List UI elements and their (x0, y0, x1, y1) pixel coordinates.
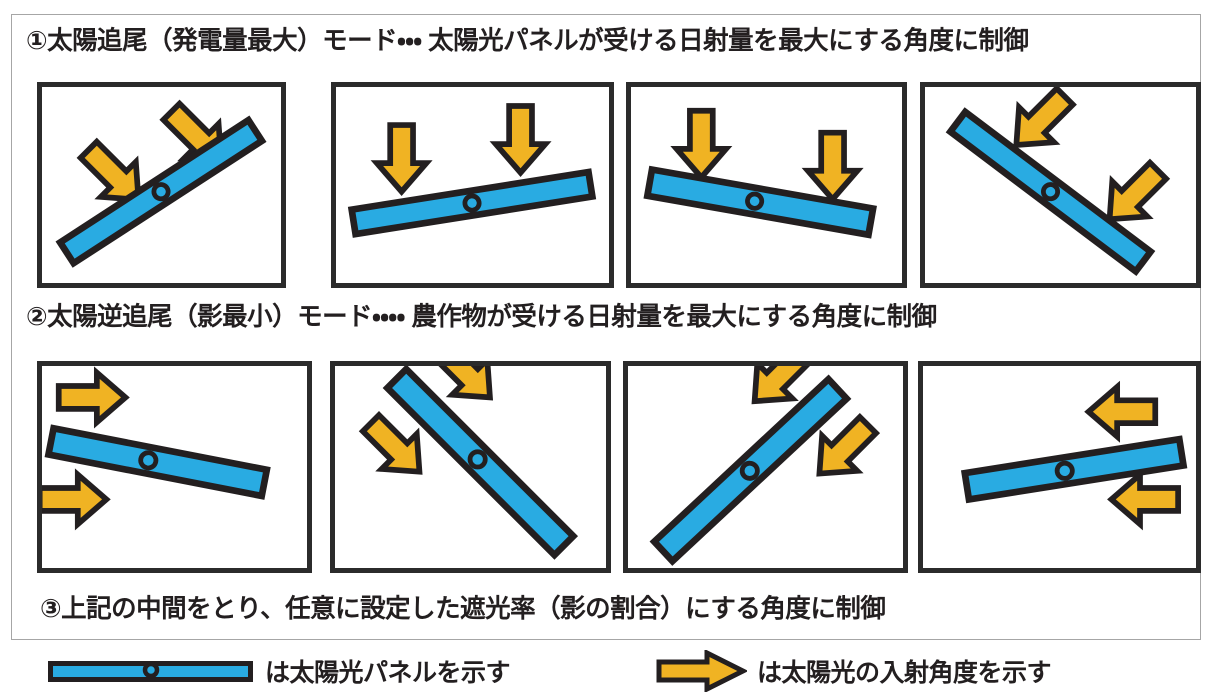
row2-panel-illustration-2 (358, 366, 579, 560)
solar-panel-bar-icon (382, 366, 579, 560)
sun-ray-arrow-icon (670, 107, 864, 204)
row2-panel-box-3 (623, 361, 908, 573)
row1-panel-box-3 (626, 82, 907, 288)
solar-panel-bar-icon (649, 374, 852, 566)
solar-panel-bar-icon (643, 165, 877, 239)
row2-panel-box-2 (330, 361, 611, 573)
sun-ray-arrow-icon (358, 366, 494, 475)
row2-panel-box-1 (37, 361, 312, 573)
sun-ray-arrow-icon (1013, 87, 1171, 223)
row1-panel-box-2 (331, 82, 614, 288)
sun-ray-arrow-icon (42, 366, 130, 531)
legend-item-arrow: は太陽光の入射角度を示す (655, 649, 1052, 693)
section-heading-reverse-tracking-mode: ②太陽逆追尾（影最小）モード・・・・ 農作物が受ける日射量を最大にする角度に制御 (26, 303, 937, 331)
solar-panel-bar-icon (347, 168, 597, 238)
solar-panel-bar-icon (55, 115, 267, 268)
row1-panel-box-1 (37, 82, 286, 288)
sun-ray-arrow-icon (1084, 380, 1181, 531)
solar-panel-bar-icon (44, 424, 271, 500)
legend-label-panel: は太陽光パネルを示す (265, 659, 511, 687)
row1-panel-illustration-2 (347, 103, 597, 238)
row1-panel-box-4 (920, 82, 1201, 288)
section-heading-intermediate-mode: ③上記の中間をとり、任意に設定した遮光率（影の割合）にする角度に制御 (40, 595, 886, 623)
legend-item-panel: は太陽光パネルを示す (48, 649, 511, 693)
row1-panel-illustration-3 (643, 107, 877, 239)
row1-panel-illustration-1 (55, 99, 267, 268)
legend: は太陽光パネルを示す は太陽光の入射角度を示す (0, 645, 1218, 699)
sun-ray-arrow-icon (751, 366, 881, 477)
row2-panel-illustration-4 (960, 380, 1188, 531)
row1-panel-illustration-4 (945, 87, 1171, 277)
panel-pivot-icon (140, 659, 162, 681)
sun-ray-arrow-icon (370, 103, 552, 197)
row2-panel-box-4 (918, 361, 1201, 573)
section-heading-tracking-mode: ①太陽追尾（発電量最大）モード・・・ 太陽光パネルが受ける日射量を最大にする角度… (26, 27, 1029, 55)
sun-ray-arrow-icon (656, 650, 747, 692)
row2-panel-illustration-1 (42, 366, 271, 531)
legend-label-arrow: は太陽光の入射角度を示す (757, 659, 1052, 687)
solar-panel-bar-icon (945, 107, 1156, 277)
row2-panel-illustration-3 (649, 366, 881, 566)
solar-panel-bar-icon (960, 435, 1188, 504)
